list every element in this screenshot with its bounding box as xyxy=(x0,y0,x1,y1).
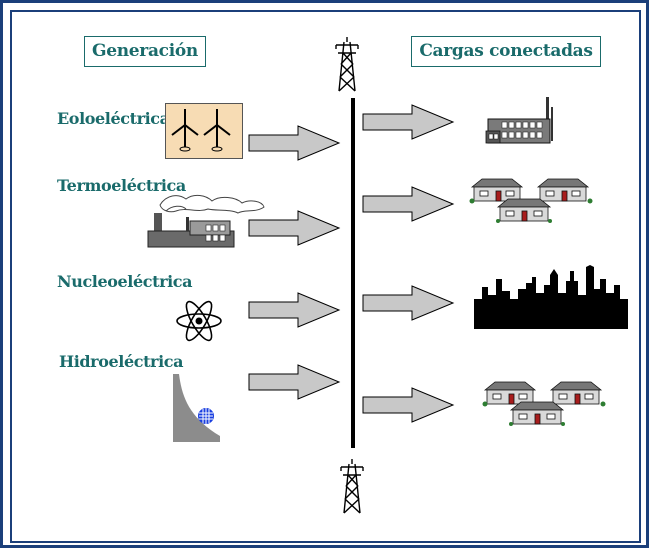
generation-header: Generación xyxy=(84,36,206,67)
arrow-icon xyxy=(248,210,341,246)
arrow-icon xyxy=(248,292,341,328)
source-label-wind: Eoloeléctrica xyxy=(57,109,170,128)
arrow-icon xyxy=(362,104,455,140)
arrow-icon xyxy=(362,186,455,222)
arrow-icon xyxy=(248,125,341,161)
houses-icon xyxy=(469,178,593,223)
houses-icon xyxy=(482,381,606,426)
source-label-nuclear: Nucleoeléctrica xyxy=(57,272,193,291)
inner-frame xyxy=(10,10,641,543)
arrow-icon xyxy=(362,285,455,321)
transmission-tower-icon xyxy=(335,37,359,92)
factory-icon xyxy=(485,97,553,144)
arrow-icon xyxy=(248,364,341,400)
transmission-tower-icon xyxy=(340,459,364,514)
loads-header: Cargas conectadas xyxy=(411,36,601,67)
dam-icon xyxy=(173,374,220,442)
wind-turbine-icon xyxy=(165,103,243,159)
source-label-hydro: Hidroeléctrica xyxy=(59,352,184,371)
bus-bar xyxy=(351,98,355,448)
city-skyline-icon xyxy=(474,265,628,329)
arrow-icon xyxy=(362,387,455,423)
thermal-plant-icon xyxy=(147,194,265,248)
source-label-thermal: Termoeléctrica xyxy=(57,176,186,195)
atom-icon xyxy=(176,300,222,342)
